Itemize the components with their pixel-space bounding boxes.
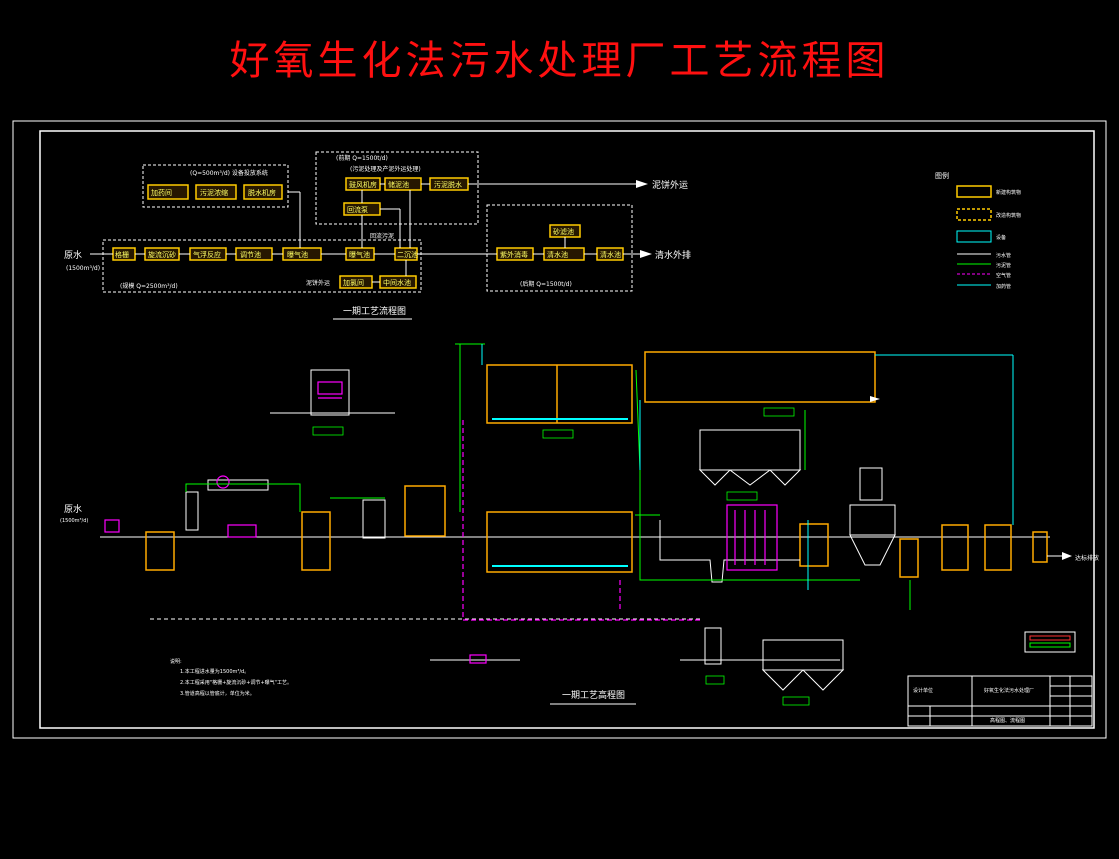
svg-text:污水管: 污水管 (996, 252, 1011, 259)
svg-text:污泥浓缩: 污泥浓缩 (200, 188, 228, 197)
svg-text:曝气池: 曝气池 (349, 250, 370, 259)
svg-text:中间水池: 中间水池 (383, 278, 411, 287)
svg-text:鼓风机房: 鼓风机房 (349, 180, 377, 189)
block-diagram: 加药间 污泥浓缩 脱水机房 鼓风机房 储泥池 污泥脱水 回流泵 格栅 旋流沉砂 气浮反应 调… (64, 151, 691, 320)
block-outlet-water-label: 清水外排 (655, 249, 691, 261)
svg-text:(后期 Q=1500t/d): (后期 Q=1500t/d) (520, 280, 572, 288)
svg-text:回流泵: 回流泵 (347, 205, 368, 214)
svg-text:高程图、流程图: 高程图、流程图 (990, 717, 1025, 724)
svg-text:设计单位: 设计单位 (913, 687, 933, 694)
svg-text:回流污泥: 回流污泥 (370, 232, 394, 240)
svg-text:储泥池: 储泥池 (388, 180, 409, 189)
svg-text:清水池: 清水池 (600, 250, 621, 259)
svg-text:加药管: 加药管 (996, 283, 1011, 290)
profile-caption: 一期工艺高程图 (562, 689, 625, 701)
profile-outlet-label: 达标排放 (1075, 554, 1099, 562)
svg-text:污泥管: 污泥管 (996, 262, 1011, 269)
svg-text:好氧生化法污水处理厂: 好氧生化法污水处理厂 (984, 687, 1034, 694)
svg-text:空气管: 空气管 (996, 272, 1011, 279)
svg-text:(规模 Q=2500m³/d): (规模 Q=2500m³/d) (120, 282, 178, 290)
drawing-title: 好氧生化法污水处理厂工艺流程图 (229, 38, 890, 84)
svg-text:(污泥处理及产泥外运处理): (污泥处理及产泥外运处理) (350, 165, 421, 173)
svg-text:清水池: 清水池 (547, 250, 568, 259)
svg-text:(1500m³/d): (1500m³/d) (66, 265, 100, 272)
svg-text:说明:: 说明: (170, 658, 182, 665)
svg-text:泥饼外运: 泥饼外运 (306, 279, 330, 287)
svg-text:3.管道高程以管底计，单位为米。: 3.管道高程以管底计，单位为米。 (180, 690, 255, 697)
svg-text:气浮反应: 气浮反应 (193, 250, 221, 259)
svg-text:(Q=500m³/d) 设备投放系统: (Q=500m³/d) 设备投放系统 (190, 169, 268, 177)
svg-text:改造构筑物: 改造构筑物 (996, 212, 1021, 219)
svg-text:砂滤池: 砂滤池 (553, 227, 574, 236)
svg-text:新建构筑物: 新建构筑物 (996, 189, 1021, 196)
svg-text:调节池: 调节池 (240, 250, 261, 259)
svg-text:旋流沉砂: 旋流沉砂 (148, 250, 176, 259)
svg-text:格栅: 格栅 (115, 250, 129, 259)
profile-drawing (100, 343, 1076, 706)
svg-text:设备: 设备 (996, 234, 1006, 241)
svg-text:紫外消毒: 紫外消毒 (500, 250, 528, 259)
svg-text:(前期 Q=1500t/d): (前期 Q=1500t/d) (336, 154, 388, 162)
inner-frame (39, 130, 1095, 729)
legend-title: 图例 (935, 171, 949, 180)
block-diagram-caption: 一期工艺流程图 (343, 305, 406, 317)
svg-text:加药间: 加药间 (151, 188, 172, 197)
svg-text:曝气池: 曝气池 (287, 250, 308, 259)
svg-text:二沉池: 二沉池 (397, 250, 418, 259)
block-inlet-label: 原水 (64, 249, 82, 261)
svg-text:1.本工程进水量为1500m³/d。: 1.本工程进水量为1500m³/d。 (180, 668, 249, 675)
svg-text:2.本工程采用"格栅+旋流沉砂+调节+曝气"工艺。: 2.本工程采用"格栅+旋流沉砂+调节+曝气"工艺。 (180, 679, 292, 686)
title-block (907, 675, 1093, 727)
svg-text:污泥脱水: 污泥脱水 (434, 180, 462, 189)
block-outlet-sludge-label: 泥饼外运 (652, 179, 688, 191)
svg-text:脱水机房: 脱水机房 (248, 188, 276, 197)
outer-frame (12, 120, 1107, 739)
svg-text:(1500m³/d): (1500m³/d) (60, 518, 88, 524)
svg-text:加氯间: 加氯间 (343, 278, 364, 287)
profile-inlet-label: 原水 (64, 503, 82, 515)
